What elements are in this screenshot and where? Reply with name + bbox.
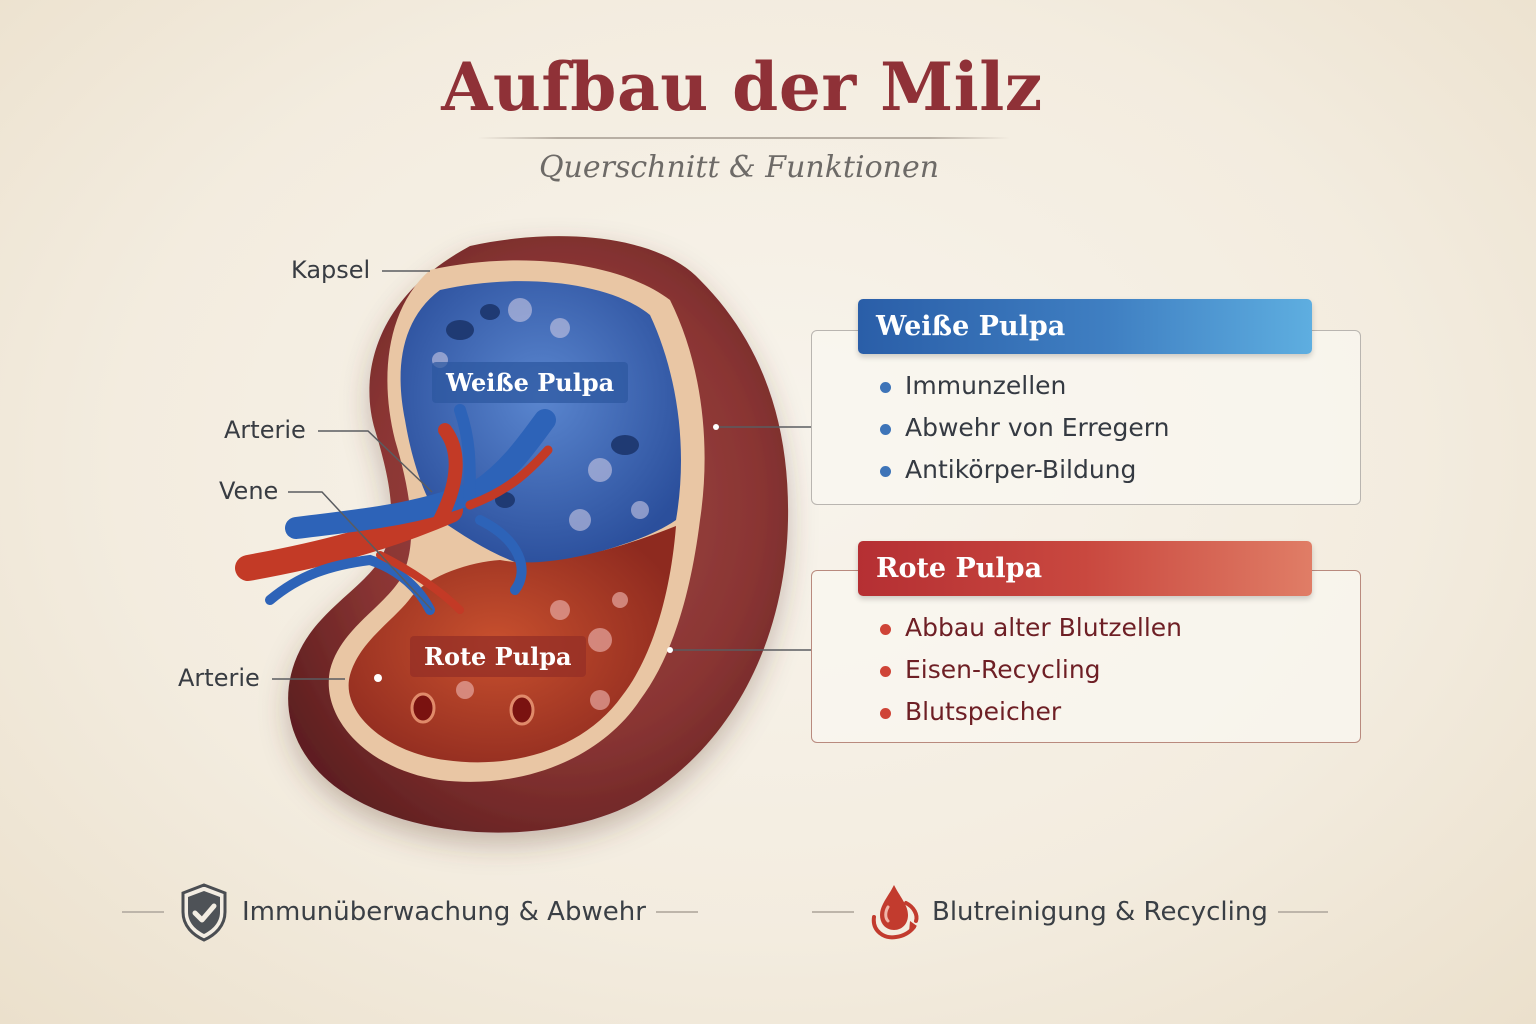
page-title: Aufbau der Milz: [441, 48, 1043, 126]
list-item: Eisen-Recycling: [880, 648, 1182, 690]
list-item: Immunzellen: [880, 364, 1169, 406]
page-subtitle: Querschnitt & Funktionen: [538, 150, 940, 185]
footer-divider: [1277, 911, 1328, 913]
callout-kapsel: Kapsel: [291, 256, 371, 284]
white-pulpa-panel-title: Weiße Pulpa: [858, 299, 1312, 354]
footer-divider: [812, 911, 854, 913]
callout-arterie-lower: Arterie: [178, 664, 260, 692]
bullet-icon: [880, 423, 891, 435]
footer-divider: [122, 911, 164, 913]
callout-vene: Vene: [219, 477, 279, 505]
region-label-white-pulpa: Weiße Pulpa: [432, 362, 629, 403]
bullet-icon: [880, 465, 891, 477]
list-item: Blutspeicher: [880, 690, 1182, 732]
red-pulpa-function-list: Abbau alter Blutzellen Eisen-Recycling B…: [880, 606, 1182, 732]
footer-divider: [655, 911, 698, 913]
footer-blood-text: Blutreinigung & Recycling: [932, 897, 1268, 927]
blood-drop-recycle-icon: [866, 880, 922, 944]
red-pulpa-panel-title: Rote Pulpa: [858, 541, 1312, 596]
list-item: Antikörper-Bildung: [880, 448, 1169, 490]
footer-immune: Immunüberwachung & Abwehr: [122, 880, 698, 944]
footer-blood: Blutreinigung & Recycling: [812, 880, 1328, 944]
bullet-icon: [880, 665, 891, 677]
bullet-icon: [880, 707, 891, 719]
footer-immune-text: Immunüberwachung & Abwehr: [242, 897, 646, 927]
title-divider: [478, 137, 1010, 139]
bullet-icon: [880, 623, 891, 635]
white-pulpa-panel: [811, 330, 1361, 505]
red-pulpa-panel: [811, 570, 1361, 743]
list-item: Abwehr von Erregern: [880, 406, 1169, 448]
shield-check-icon: [176, 880, 232, 944]
region-label-red-pulpa: Rote Pulpa: [410, 636, 586, 677]
white-pulpa-function-list: Immunzellen Abwehr von Erregern Antikörp…: [880, 364, 1169, 490]
bullet-icon: [880, 381, 891, 393]
callout-arterie-upper: Arterie: [224, 416, 306, 444]
list-item: Abbau alter Blutzellen: [880, 606, 1182, 648]
